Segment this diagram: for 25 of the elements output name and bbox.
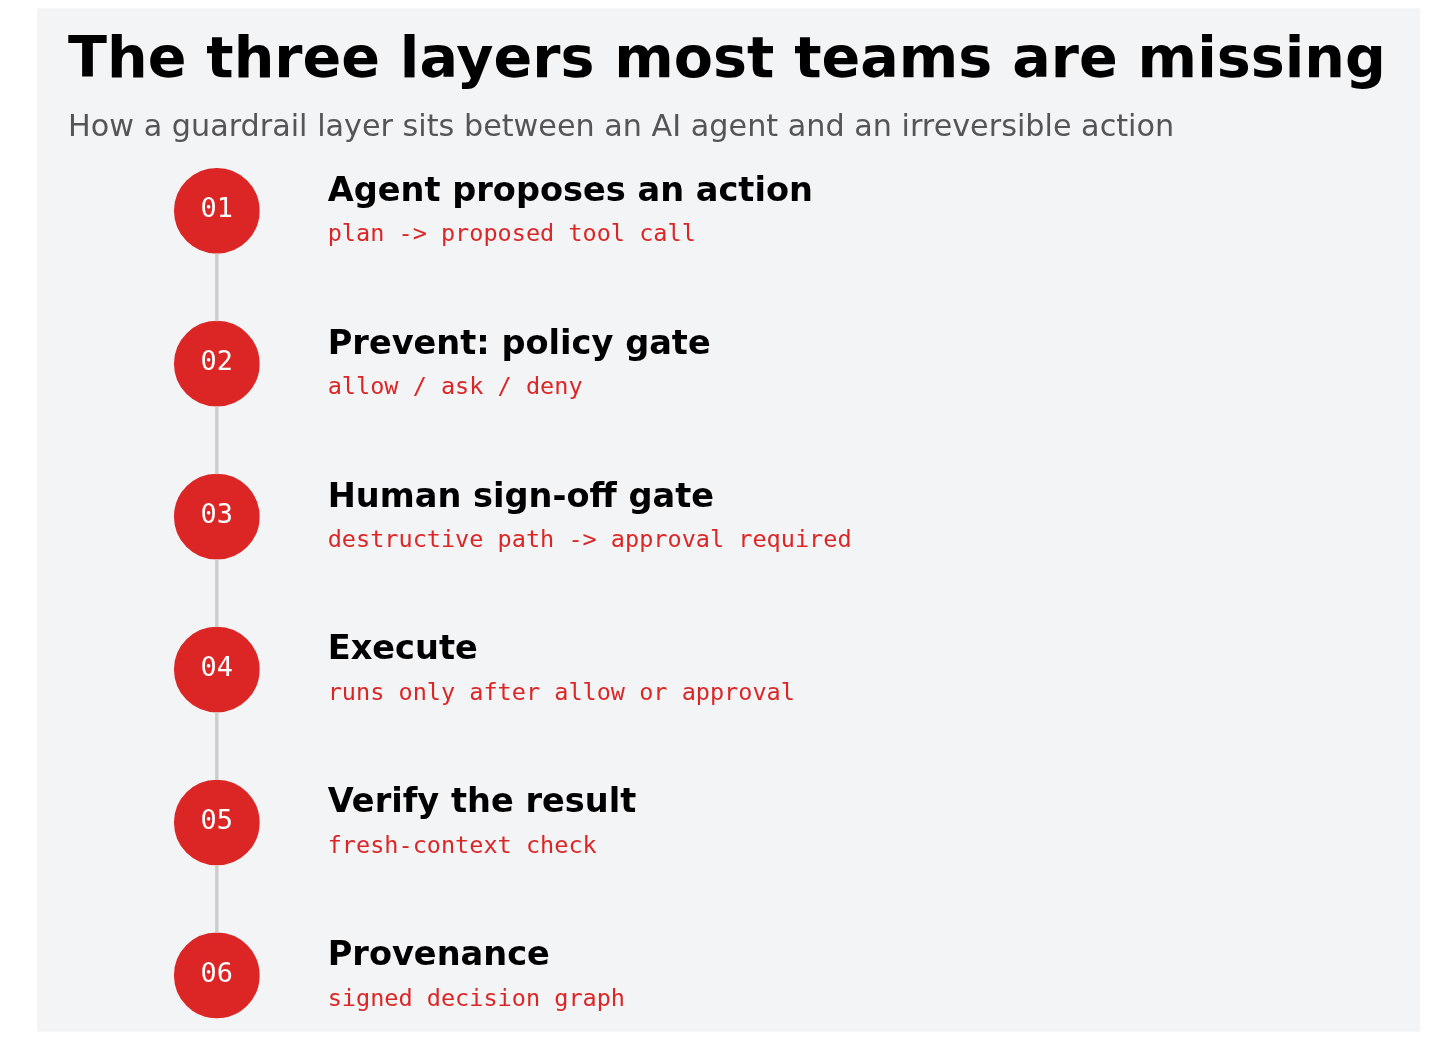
node-label: Verify the result (327, 781, 636, 821)
node-label: plan -> proposed tool call (327, 219, 696, 248)
node-label: Execute (327, 628, 478, 668)
node-label: fresh-context check (327, 831, 597, 860)
node-label: destructive path -> approval required (327, 525, 852, 554)
node-label: signed decision graph (327, 983, 625, 1012)
node-label: Human sign-off gate (327, 475, 714, 515)
node-circle: 01 (173, 167, 260, 254)
node-circle: 04 (173, 626, 260, 713)
node-label: allow / ask / deny (327, 372, 583, 401)
diagram-title: The three layers most teams are missing (67, 23, 1386, 90)
connector (214, 712, 218, 780)
node-circle: 02 (173, 320, 260, 407)
connector (214, 865, 218, 933)
node-circle: 06 (173, 932, 260, 1019)
connector (214, 253, 218, 322)
connector (214, 559, 218, 628)
caption: How a guardrail layer sits between an AI agent and an irreversible action (67, 107, 1174, 143)
node-label: Provenance (327, 934, 550, 974)
node-label: runs only after allow or approval (327, 678, 795, 707)
node-circle: 05 (173, 779, 260, 866)
node-label: Agent proposes an action (327, 169, 813, 209)
connector (214, 406, 218, 475)
node-label: Prevent: policy gate (327, 322, 711, 362)
node-circle: 03 (173, 473, 260, 560)
